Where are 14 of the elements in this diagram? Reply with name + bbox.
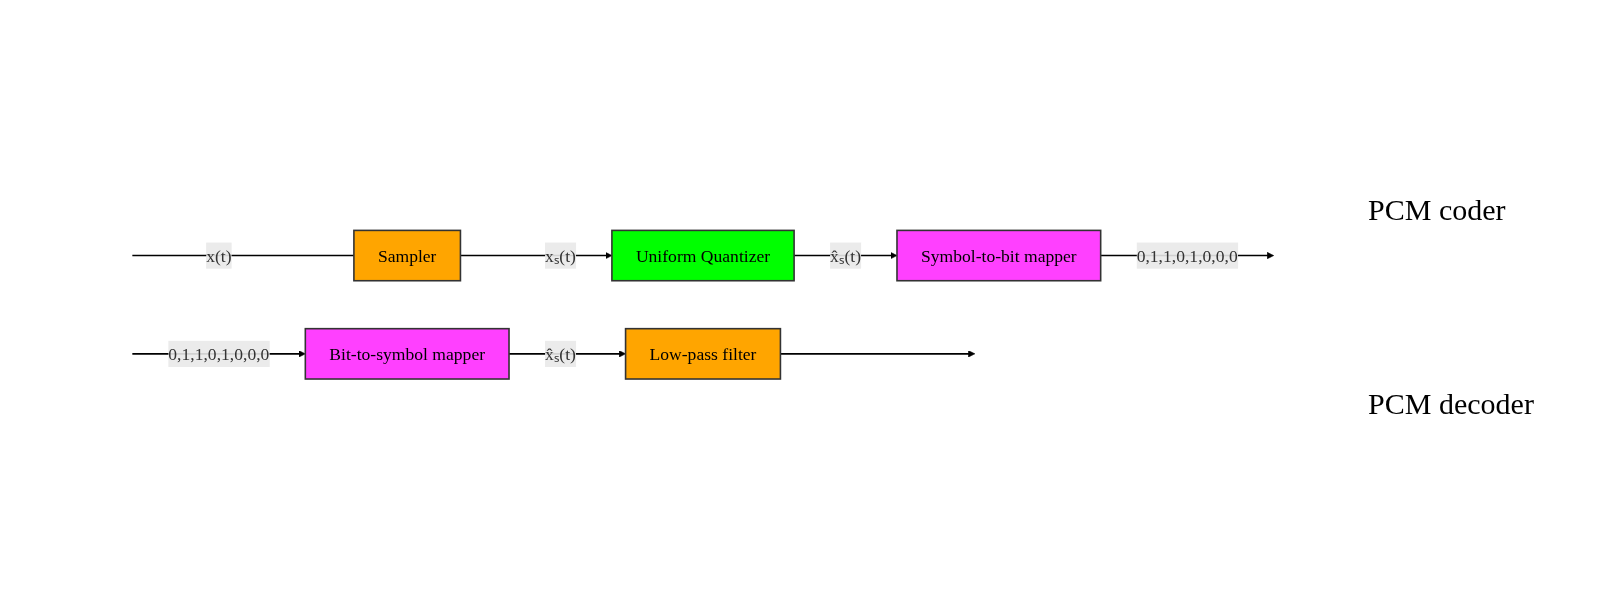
- brace-caption: PCM decoder: [1368, 387, 1534, 421]
- edge-label: 0,1,1,0,1,0,0,0: [1136, 245, 1238, 266]
- edge-label: x(t): [206, 245, 232, 266]
- edge-label: 0,1,1,0,1,0,0,0: [168, 344, 270, 365]
- edge-label: xₛ(t): [545, 245, 577, 266]
- node-box: Low-pass filter: [624, 328, 782, 381]
- edge-label: x̂ₛ(t): [830, 245, 862, 266]
- node-box: Bit-to-symbol mapper: [304, 328, 510, 381]
- node-box: Uniform Quantizer: [611, 229, 795, 282]
- edge-label: x̂ₛ(t): [545, 344, 577, 365]
- node-box: Symbol-to-bit mapper: [896, 229, 1102, 282]
- node-box: Sampler: [353, 229, 462, 282]
- connector: [131, 255, 355, 257]
- brace-caption: PCM coder: [1368, 193, 1507, 227]
